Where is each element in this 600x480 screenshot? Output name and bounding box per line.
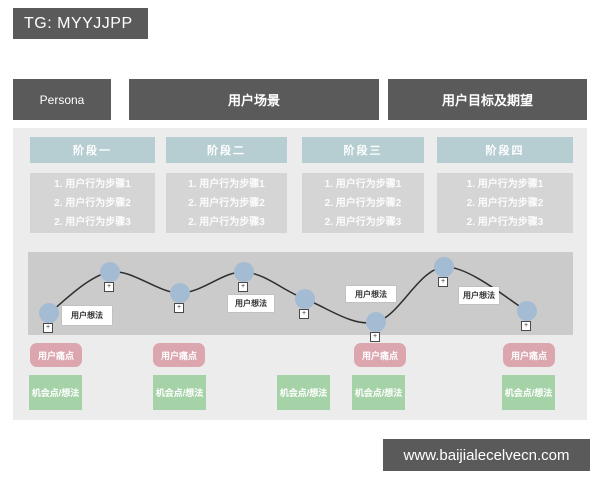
stage-header-2: 阶段二 xyxy=(166,137,287,163)
journey-node xyxy=(39,303,59,323)
pain-point-box: 用户痛点 xyxy=(503,343,555,367)
behavior-step: 2. 用户行为步骤2 xyxy=(54,198,131,209)
journey-node xyxy=(366,312,386,332)
pain-point-box: 用户痛点 xyxy=(153,343,205,367)
journey-node xyxy=(234,262,254,282)
header-user-scenario: 用户场景 xyxy=(129,79,379,120)
header-user-goals: 用户目标及期望 xyxy=(388,79,587,120)
header-persona: Persona xyxy=(13,79,111,120)
plus-square-icon: + xyxy=(299,309,309,319)
user-thought-box: 用户想法 xyxy=(228,295,274,312)
plus-square-icon: + xyxy=(104,282,114,292)
behavior-step: 1. 用户行为步骤1 xyxy=(324,179,402,190)
stage-header-3: 阶段三 xyxy=(302,137,424,163)
plus-square-icon: + xyxy=(43,323,53,333)
stage-column-1: 阶段一 1. 用户行为步骤1 2. 用户行为步骤2 2. 用户行为步骤3 xyxy=(30,137,155,233)
journey-node xyxy=(170,283,190,303)
stage-column-2: 阶段二 1. 用户行为步骤1 2. 用户行为步骤2 2. 用户行为步骤3 xyxy=(166,137,287,233)
behavior-step: 2. 用户行为步骤2 xyxy=(324,198,402,209)
behavior-step: 2. 用户行为步骤2 xyxy=(188,198,265,209)
stage-header-4: 阶段四 xyxy=(437,137,573,163)
pain-point-box: 用户痛点 xyxy=(354,343,406,367)
plus-square-icon: + xyxy=(438,277,448,287)
plus-square-icon: + xyxy=(370,332,380,342)
plus-square-icon: + xyxy=(238,282,248,292)
behavior-step: 1. 用户行为步骤1 xyxy=(188,179,265,190)
behavior-step: 2. 用户行为步骤3 xyxy=(54,217,131,228)
behavior-step: 1. 用户行为步骤1 xyxy=(466,179,544,190)
user-thought-box: 用户想法 xyxy=(62,306,112,325)
watermark-url-badge: www.baijialecelvecn.com xyxy=(383,439,590,471)
behavior-steps-box-4: 1. 用户行为步骤1 2. 用户行为步骤2 2. 用户行为步骤3 xyxy=(437,173,573,233)
opportunity-box: 机会点/想法 xyxy=(29,375,82,410)
watermark-tg-badge: TG: MYYJJPP xyxy=(13,8,148,39)
opportunity-box: 机会点/想法 xyxy=(352,375,405,410)
journey-node xyxy=(295,289,315,309)
behavior-step: 1. 用户行为步骤1 xyxy=(54,179,131,190)
opportunity-box: 机会点/想法 xyxy=(277,375,330,410)
journey-curve-band: ++++++++用户想法用户想法用户想法用户想法 xyxy=(28,252,573,342)
plus-square-icon: + xyxy=(174,303,184,313)
plus-square-icon: + xyxy=(521,321,531,331)
user-thought-box: 用户想法 xyxy=(459,287,499,304)
behavior-step: 2. 用户行为步骤3 xyxy=(324,217,402,228)
behavior-steps-box-3: 1. 用户行为步骤1 2. 用户行为步骤2 2. 用户行为步骤3 xyxy=(302,173,424,233)
journey-node xyxy=(517,301,537,321)
user-thought-box: 用户想法 xyxy=(346,286,396,302)
behavior-steps-box-2: 1. 用户行为步骤1 2. 用户行为步骤2 2. 用户行为步骤3 xyxy=(166,173,287,233)
stage-column-3: 阶段三 1. 用户行为步骤1 2. 用户行为步骤2 2. 用户行为步骤3 xyxy=(302,137,424,233)
journey-map-panel: 阶段一 1. 用户行为步骤1 2. 用户行为步骤2 2. 用户行为步骤3 阶段二… xyxy=(13,128,587,420)
journey-node xyxy=(100,262,120,282)
opportunity-box: 机会点/想法 xyxy=(153,375,206,410)
stage-column-4: 阶段四 1. 用户行为步骤1 2. 用户行为步骤2 2. 用户行为步骤3 xyxy=(437,137,573,233)
journey-node xyxy=(434,257,454,277)
behavior-steps-box-1: 1. 用户行为步骤1 2. 用户行为步骤2 2. 用户行为步骤3 xyxy=(30,173,155,233)
opportunity-box: 机会点/想法 xyxy=(502,375,555,410)
pain-point-box: 用户痛点 xyxy=(30,343,82,367)
stage-header-1: 阶段一 xyxy=(30,137,155,163)
behavior-step: 2. 用户行为步骤2 xyxy=(466,198,544,209)
behavior-step: 2. 用户行为步骤3 xyxy=(188,217,265,228)
behavior-step: 2. 用户行为步骤3 xyxy=(466,217,544,228)
